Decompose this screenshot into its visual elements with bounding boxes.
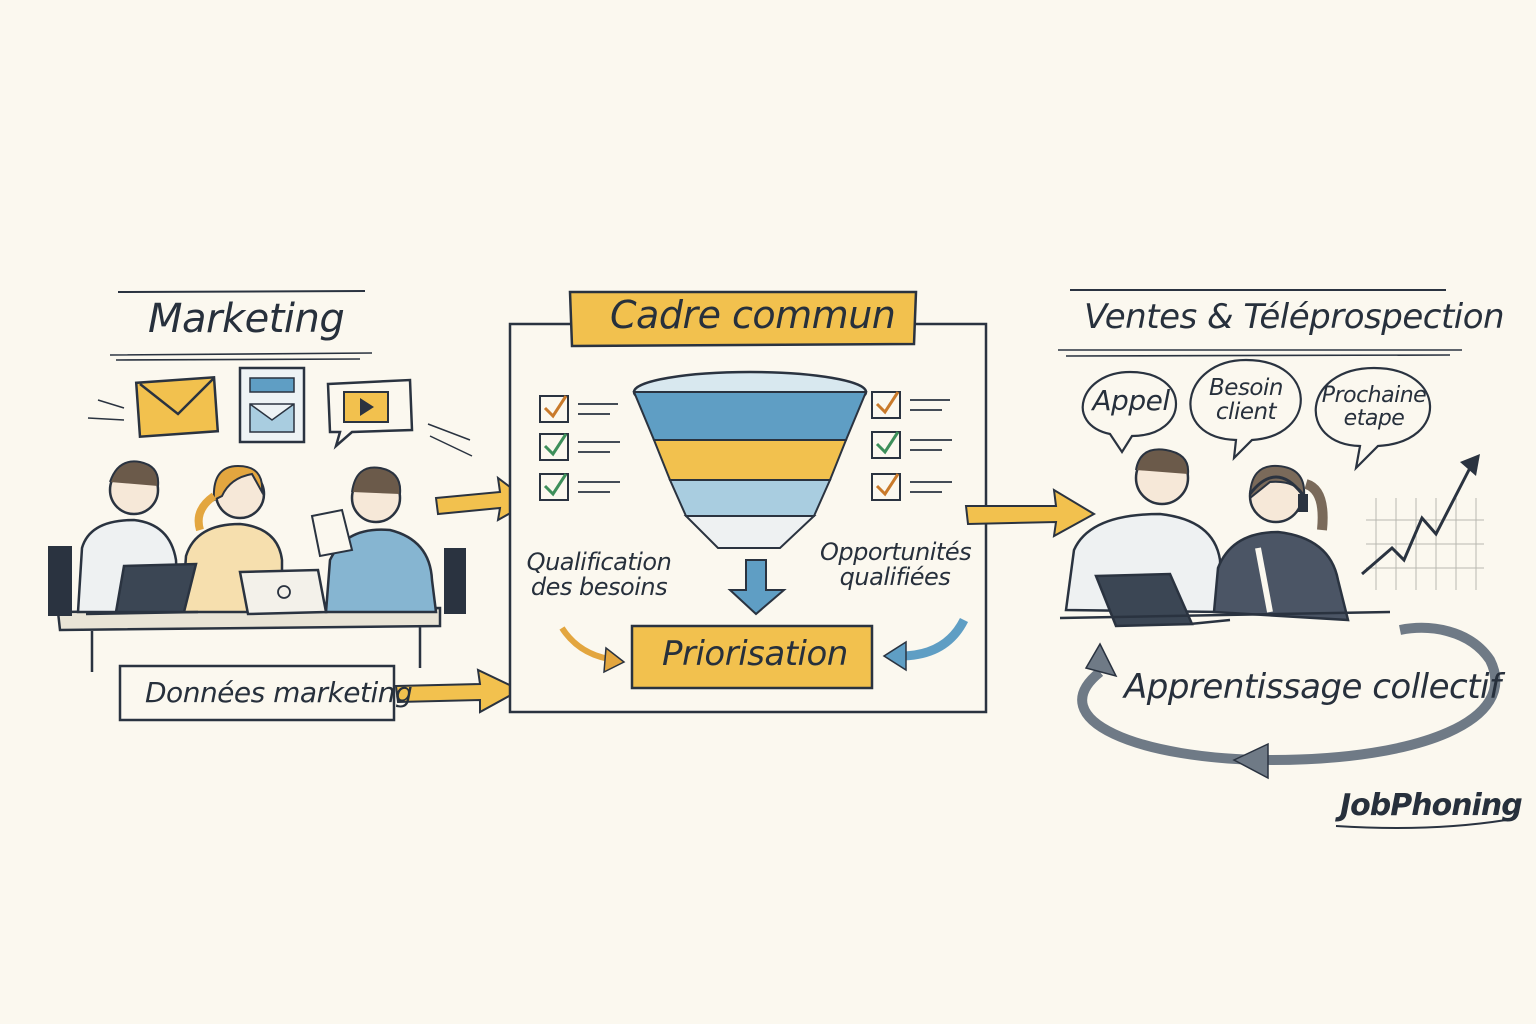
video-icon (326, 378, 414, 450)
marketing-title-rule-top (117, 290, 366, 293)
arrow-donnees-to-cadre (394, 668, 523, 714)
ventes-desk (1059, 610, 1391, 620)
email-icon (134, 376, 220, 438)
cadre-section (508, 290, 988, 714)
curved-arrow-right (899, 617, 969, 661)
motion-lines (87, 399, 473, 457)
ventes-title-rule-bottom (1058, 349, 1462, 357)
loop-arrow (1077, 622, 1501, 780)
donnees-marketing-box (118, 664, 396, 722)
arrow-cadre-to-ventes (964, 488, 1097, 538)
growth-chart-icon (1361, 454, 1484, 590)
marketer-person-3 (310, 466, 466, 614)
bubble-appel-label: Appel (1092, 384, 1170, 417)
jobphoning-logo: JobPhoning (1340, 788, 1523, 823)
laptop-2 (238, 568, 328, 616)
document-in-hand (310, 508, 354, 558)
newsletter-icon (238, 366, 306, 444)
checklist-right (871, 391, 952, 501)
ventes-title: Ventes & Téléprospection (1084, 297, 1505, 337)
opportunites-label: Opportunités qualifiées (820, 538, 972, 592)
priorisation-box (630, 624, 874, 690)
apprentissage-label: Apprentissage collectif (1124, 667, 1501, 707)
funnel-down-arrow (727, 559, 787, 616)
cadre-title: Cadre commun (610, 293, 896, 337)
ventes-section (1058, 289, 1507, 829)
laptop-1 (85, 562, 199, 616)
checklist-left (539, 395, 620, 501)
donnees-marketing-label: Données marketing (145, 676, 413, 709)
bubble-prochaine-etape (1314, 366, 1432, 472)
bubble-appel (1081, 370, 1178, 455)
marketing-title: Marketing (148, 296, 345, 342)
priorisation-label: Priorisation (662, 634, 848, 674)
cadre-title-banner (568, 290, 918, 348)
bubble-prochaine-etape-label: Prochaine etape (1321, 383, 1427, 432)
bubble-besoin-client-label: Besoin client (1209, 375, 1283, 426)
marketing-desk (56, 606, 442, 672)
marketing-section (48, 290, 473, 722)
telemarketer-person (1212, 464, 1350, 622)
funnel-icon (632, 370, 868, 549)
qualification-label: Qualification des besoins (526, 548, 672, 602)
bubble-besoin-client (1189, 358, 1302, 461)
sales-laptop (1094, 572, 1231, 628)
marketing-title-rule-bottom (109, 352, 373, 361)
logo-swoosh (1335, 819, 1507, 829)
